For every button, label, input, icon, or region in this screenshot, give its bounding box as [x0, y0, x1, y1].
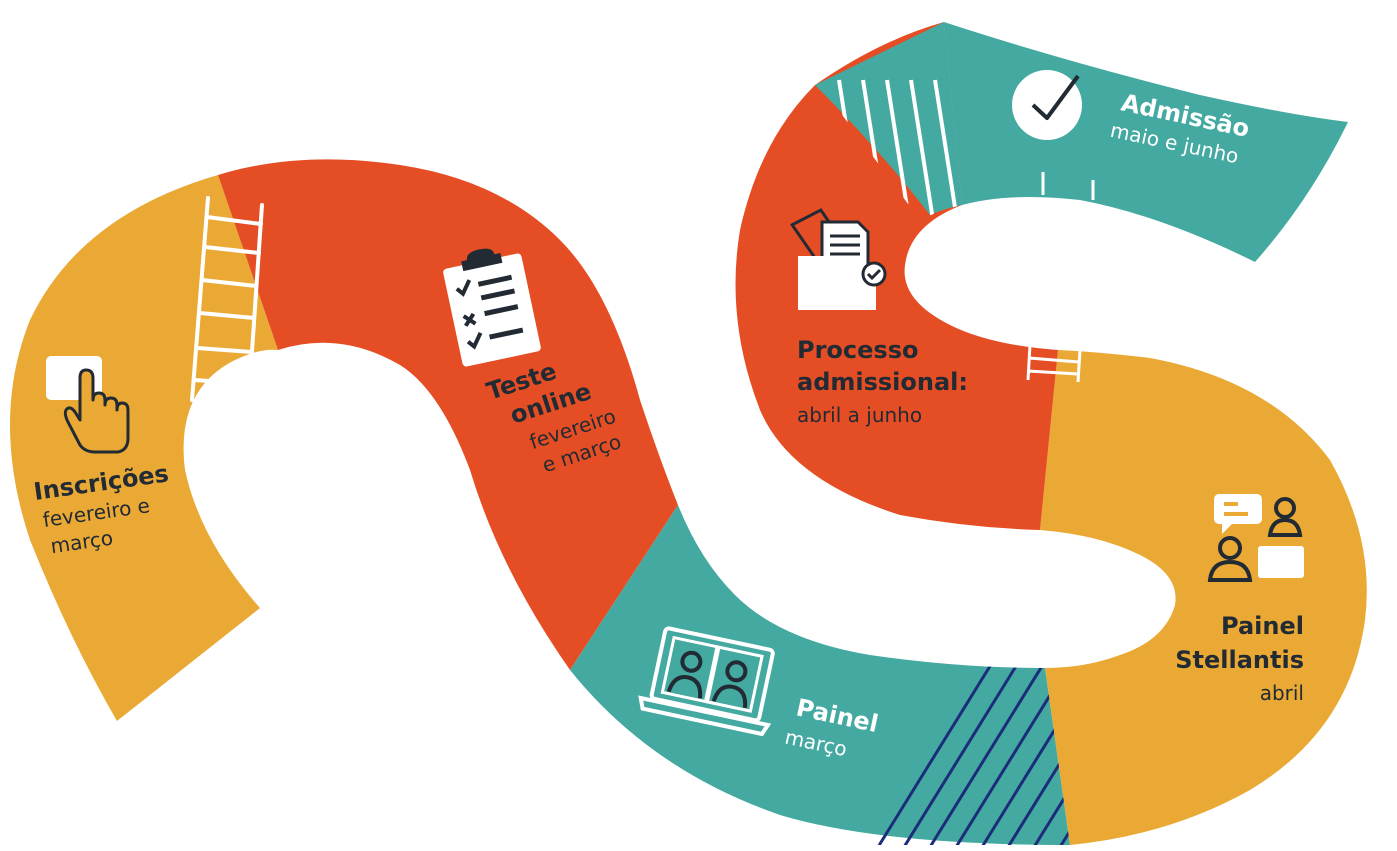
check-circle-icon [1012, 70, 1082, 140]
hatch-line [972, 649, 1070, 845]
segment-processo-admissional [735, 22, 1058, 530]
segment-painel [570, 505, 1070, 845]
segment-teste-online [218, 159, 678, 670]
processo-title-1: Processo [797, 336, 918, 364]
label-painel-stellantis: Painel Stellantis abril [1175, 612, 1304, 705]
clipboard-checklist-icon [443, 248, 541, 367]
segment-inscricoes [10, 175, 278, 721]
chat-people-icon [1207, 494, 1304, 582]
small-ticks [1041, 172, 1095, 200]
hand-pointer-icon [46, 356, 130, 454]
processo-period: abril a junho [797, 403, 922, 427]
hatch-line [894, 649, 1028, 845]
segment-painel-stellantis [1040, 350, 1367, 845]
hatch-line [933, 79, 959, 220]
video-call-icon [638, 626, 775, 737]
ladder-icon [190, 196, 264, 412]
label-processo: Processo admissional: abril a junho [797, 336, 968, 427]
stellantis-title-1: Painel [1221, 612, 1304, 640]
processo-title-2: admissional: [797, 368, 968, 396]
small-ladder-icon [1026, 344, 1082, 383]
hatch-line [868, 649, 1002, 845]
stellantis-title-2: Stellantis [1175, 646, 1304, 674]
hatch-line [920, 649, 1054, 845]
hatch-line [909, 79, 935, 220]
hatch-line [885, 79, 911, 220]
hatch-line [1024, 649, 1070, 845]
documents-folder-icon [789, 208, 887, 310]
stellantis-period: abril [1260, 681, 1304, 705]
